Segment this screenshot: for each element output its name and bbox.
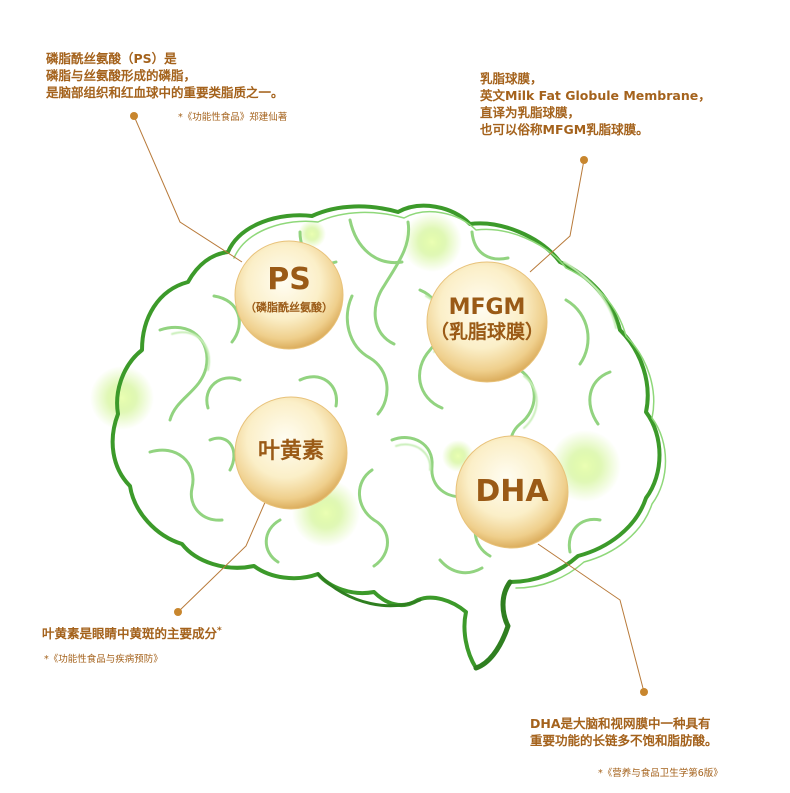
mfgm-leader-dot [580, 156, 588, 164]
mfgm-note-line: 乳脂球膜， [480, 71, 543, 86]
brain-outline [110, 203, 667, 671]
dha-note: DHA是大脑和视网膜中一种具有 重要功能的长链多不饱和脂肪酸。 [530, 715, 718, 749]
leader-lines [133, 115, 645, 693]
lutein-note-star: * [217, 626, 222, 636]
mfgm-orb-subtitle: （乳脂球膜） [429, 321, 545, 343]
ps-orb-subtitle: （磷脂酰丝氨酸） [245, 301, 333, 314]
dha-orb-title: DHA [475, 474, 549, 509]
mfgm-note: 乳脂球膜， 英文Milk Fat Globule Membrane， 直译为乳脂… [480, 70, 711, 138]
dha-note-line: 重要功能的长链多不饱和脂肪酸。 [530, 733, 718, 748]
ps-leader-dot [130, 112, 138, 120]
dha-note-line: DHA是大脑和视网膜中一种具有 [530, 716, 711, 731]
dha-orb [455, 435, 569, 549]
ps-note-line: 是脑部组织和红血球中的重要类脂质之一。 [46, 85, 284, 100]
mfgm-note-line: 直译为乳脂球膜， [480, 105, 581, 120]
dha-note-source: *《营养与食品卫生学第6版》 [598, 768, 723, 779]
mfgm-note-line: 英文Milk Fat Globule Membrane， [480, 88, 711, 103]
lutein-note-source: *《功能性食品与疾病预防》 [44, 654, 163, 665]
lutein-orb [234, 396, 348, 510]
ps-orb-title: PS [267, 262, 311, 297]
mfgm-note-line: 也可以俗称MFGM乳脂球膜。 [480, 122, 649, 137]
mfgm-orb-title: MFGM [448, 295, 526, 320]
leader-dots [130, 112, 648, 696]
lutein-orb-title: 叶黄素 [257, 439, 325, 464]
ps-orb [234, 240, 344, 350]
ps-note-source: *《功能性食品》郑建仙著 [178, 112, 288, 123]
lutein-note-line: 叶黄素是眼睛中黄斑的主要成分 [42, 626, 218, 642]
mfgm-orb [426, 261, 548, 383]
ps-note-line: 磷脂酰丝氨酸（PS）是 [46, 51, 177, 66]
lutein-note: 叶黄素是眼睛中黄斑的主要成分* [42, 623, 222, 642]
lutein-leader-dot [174, 608, 182, 616]
ps-note-line: 磷脂与丝氨酸形成的磷脂， [46, 68, 197, 83]
dha-leader-dot [640, 688, 648, 696]
orbs [234, 240, 569, 549]
ps-note: 磷脂酰丝氨酸（PS）是 磷脂与丝氨酸形成的磷脂， 是脑部组织和红血球中的重要类脂… [46, 50, 284, 101]
